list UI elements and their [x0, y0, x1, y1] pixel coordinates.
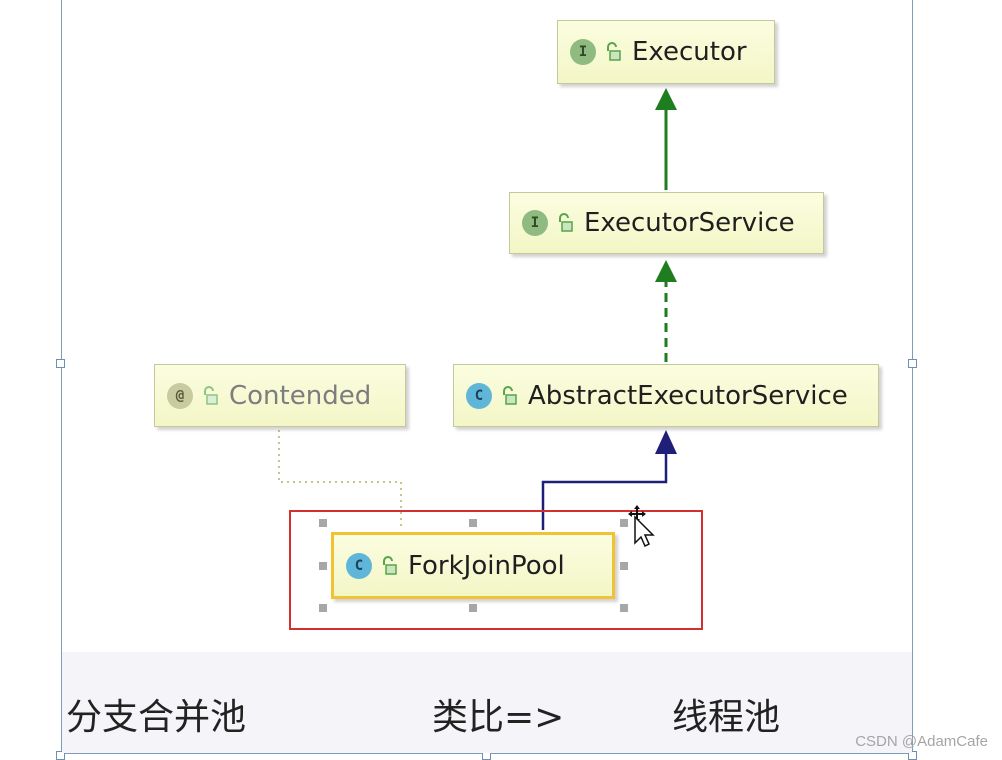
lock-open-icon: [607, 42, 621, 61]
selection-handle[interactable]: [469, 604, 477, 612]
watermark: CSDN @AdamCafe: [855, 733, 988, 750]
class-icon: C: [346, 552, 372, 579]
node-label: Executor: [632, 37, 747, 67]
edge-forkjoinpool-to-abstract: [541, 454, 668, 530]
lock-open-icon: [503, 385, 517, 405]
lock-open-icon: [559, 213, 573, 232]
node-executor[interactable]: I Executor: [557, 20, 775, 84]
selection-handle[interactable]: [319, 519, 327, 527]
node-label: AbstractExecutorService: [528, 380, 848, 411]
move-cursor-icon: [628, 505, 655, 547]
caption-right: 线程池: [672, 697, 781, 738]
lock-open-icon: [383, 555, 397, 575]
edge-forkjoinpool-to-contended: [278, 430, 402, 530]
node-label: ForkJoinPool: [408, 550, 565, 581]
arrowhead-executorservice: [655, 260, 677, 282]
caption-left: 分支合并池: [66, 697, 247, 738]
node-forkjoinpool[interactable]: C ForkJoinPool: [331, 532, 615, 599]
selection-handle[interactable]: [319, 604, 327, 612]
caption-bar: [62, 652, 912, 753]
canvas-resize-handle-right[interactable]: [908, 359, 917, 368]
highlight-box: [289, 510, 703, 630]
selection-handle[interactable]: [620, 604, 628, 612]
node-label: Contended: [229, 380, 372, 411]
interface-icon: I: [522, 210, 548, 236]
node-abstractexecutorservice[interactable]: C AbstractExecutorService: [453, 364, 879, 427]
selection-handle[interactable]: [620, 562, 628, 570]
node-executorservice[interactable]: I ExecutorService: [509, 192, 824, 254]
node-contended[interactable]: @ Contended: [154, 364, 406, 427]
annotation-icon: @: [167, 382, 193, 409]
selection-handle[interactable]: [469, 519, 477, 527]
arrowhead-executor: [655, 88, 677, 110]
selection-handle[interactable]: [319, 562, 327, 570]
abstract-class-icon: C: [466, 382, 492, 409]
canvas-resize-handle-left[interactable]: [56, 359, 65, 368]
lock-open-icon: [204, 385, 218, 405]
selection-handle[interactable]: [620, 519, 628, 527]
node-label: ExecutorService: [584, 208, 795, 238]
arrowhead-abstract: [655, 430, 677, 454]
caption-middle: 类比=>: [432, 697, 565, 738]
interface-icon: I: [570, 39, 596, 65]
